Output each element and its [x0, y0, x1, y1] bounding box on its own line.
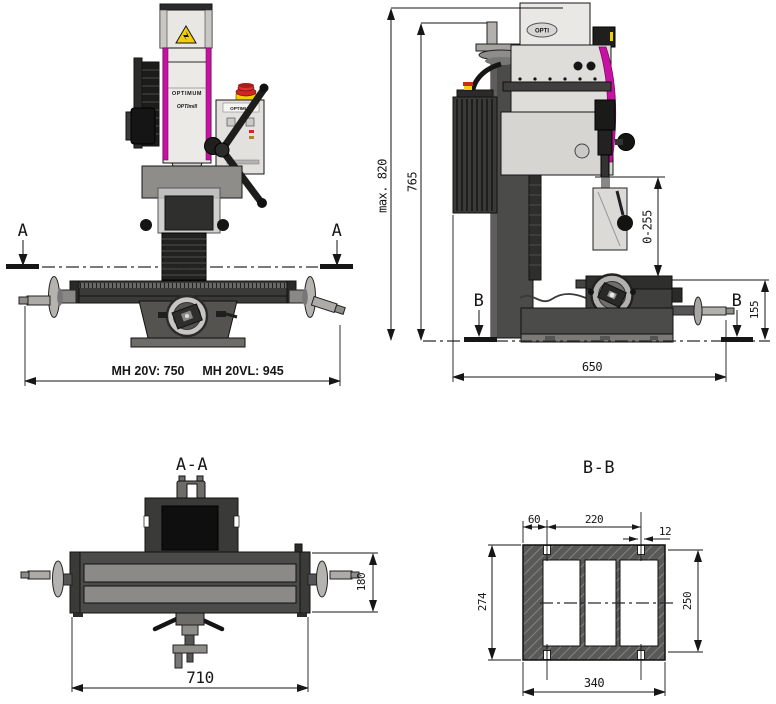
- section-marker-a-left: A: [6, 221, 39, 269]
- estop-button-icon: [235, 83, 257, 101]
- section-marker-b-left: B: [464, 291, 497, 342]
- front-width-dimension: MH 20V: 750 MH 20VL: 945: [24, 306, 341, 386]
- drill-lever: [204, 83, 269, 208]
- side-view: OPTI: [376, 2, 770, 382]
- dim-mh20vl: MH 20VL: 945: [202, 364, 283, 378]
- side-machine-art: OPTI: [452, 2, 735, 343]
- handwheel-right: [288, 276, 346, 318]
- section-label-a-right: A: [332, 221, 343, 241]
- handwheel-left: [18, 276, 77, 318]
- dim-slot-spacing-label: 220: [585, 513, 603, 526]
- dim-slot-span-label: 250: [681, 592, 694, 610]
- dim-slot-width-12: 12: [623, 525, 672, 542]
- cross-table: [69, 280, 297, 304]
- dim-base-depth-274: 274: [476, 544, 521, 661]
- section-marker-a-right: A: [320, 221, 353, 269]
- section-bb-title: B-B: [583, 458, 615, 478]
- dim-slot-offset-spacing: 60 220: [522, 513, 641, 543]
- section-label-a-left: A: [18, 221, 29, 241]
- dim-table-depth-label: 180: [355, 573, 368, 591]
- side-head-logo: OPTI: [535, 29, 549, 35]
- section-label-b-left: B: [474, 291, 485, 311]
- dim-spindle-travel: 0-255: [595, 176, 665, 277]
- dim-table-width-label: 710: [186, 668, 213, 687]
- warning-triangle-icon: [175, 25, 197, 44]
- dim-height-765: 765: [406, 22, 487, 341]
- dim-slot-width-label: 12: [659, 525, 671, 538]
- head-brand-label: OPTIMUM: [172, 91, 202, 97]
- dim-max-height-label: max. 820: [376, 159, 390, 213]
- dim-slot-offset-label: 60: [528, 513, 540, 526]
- dim-base-depth-label: 274: [476, 592, 489, 611]
- dim-depth-650-label: 650: [582, 360, 602, 374]
- dim-table-width-710: 710: [71, 617, 309, 692]
- section-aa-view: A-A: [20, 455, 378, 692]
- dim-base-width-340: 340: [522, 662, 666, 696]
- front-machine-art: OPTIMUM OPTImill: [18, 3, 346, 348]
- section-aa-art: [20, 475, 360, 669]
- aa-handwheel-right: [307, 560, 360, 598]
- dim-base-width-label: 340: [584, 676, 604, 690]
- section-aa-title: A-A: [176, 455, 208, 475]
- panel-brand-label: OPTIMUM: [230, 106, 252, 111]
- dim-table-height-label: 155: [748, 301, 761, 319]
- section-marker-b-right: B: [721, 291, 753, 342]
- head-logo-label: OPTImill: [177, 104, 198, 110]
- section-label-b-right: B: [732, 291, 743, 311]
- front-view: OPTIMUM OPTImill: [6, 3, 353, 386]
- dim-height-765-label: 765: [406, 172, 420, 192]
- dim-mh20v: MH 20V: 750: [112, 364, 185, 378]
- section-bb-view: B-B 60 220: [476, 458, 703, 696]
- dim-max-height: max. 820: [376, 7, 563, 341]
- dim-slot-span-250: 250: [668, 549, 703, 653]
- dim-table-height: 155: [672, 279, 769, 340]
- dim-depth-650: 650: [452, 215, 727, 382]
- aa-handwheel-left: [20, 560, 73, 598]
- dim-spindle-travel-label: 0-255: [641, 210, 655, 244]
- dim-table-depth-180: 180: [312, 552, 378, 613]
- section-bb-art: [522, 512, 675, 680]
